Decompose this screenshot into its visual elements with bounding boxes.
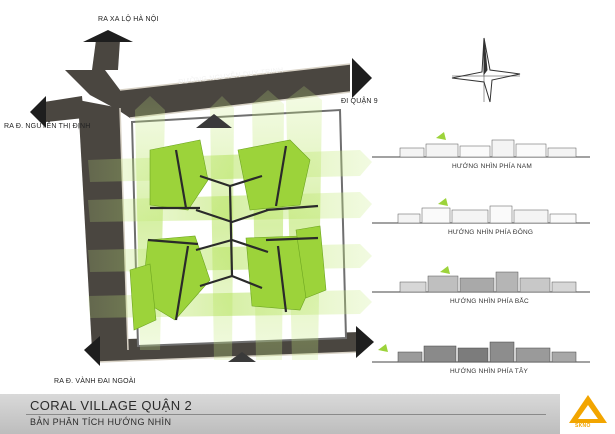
- page-title: CORAL VILLAGE QUẬN 2: [30, 398, 193, 413]
- elevation-east: [372, 198, 590, 224]
- footer-divider: [26, 414, 546, 415]
- brand-logo-text: SKNO: [575, 423, 591, 429]
- arrow-bottom-right-exit: [356, 326, 374, 358]
- elevation-caption-south: HƯỚNG NHÌN PHÍA NAM: [452, 163, 532, 170]
- arrow-left-exit: [30, 96, 46, 128]
- label-top-exit: RA XA LỘ HÀ NỘI: [98, 16, 159, 23]
- elevation-caption-north: HƯỚNG NHÌN PHÍA BẮC: [450, 298, 529, 305]
- elevation-caption-east: HƯỚNG NHÌN PHÍA ĐÔNG: [448, 229, 534, 236]
- label-bottom-exit: RA Đ. VÀNH ĐAI NGOÀI: [54, 378, 136, 385]
- arrow-right-exit: [352, 58, 372, 98]
- page-subtitle: BẢN PHÂN TÍCH HƯỚNG NHÌN: [30, 417, 172, 427]
- arrow-top-exit: [83, 30, 133, 42]
- label-right-exit: ĐI QUẬN 9: [341, 98, 378, 105]
- elevation-caption-west: HƯỚNG NHÌN PHÍA TÂY: [450, 368, 529, 375]
- elevation-north: [372, 266, 590, 293]
- road-exit-arrows: [30, 30, 374, 366]
- north-compass-icon: [451, 37, 521, 103]
- elevation-west: [372, 341, 590, 363]
- brand-logo-icon: [569, 395, 607, 423]
- label-left-exit: RA Đ. NGUYỄN THỊ ĐỊNH: [4, 123, 91, 130]
- internal-paths: [147, 145, 319, 321]
- elevation-south: [372, 132, 590, 158]
- arrow-bottom-exit: [84, 336, 100, 366]
